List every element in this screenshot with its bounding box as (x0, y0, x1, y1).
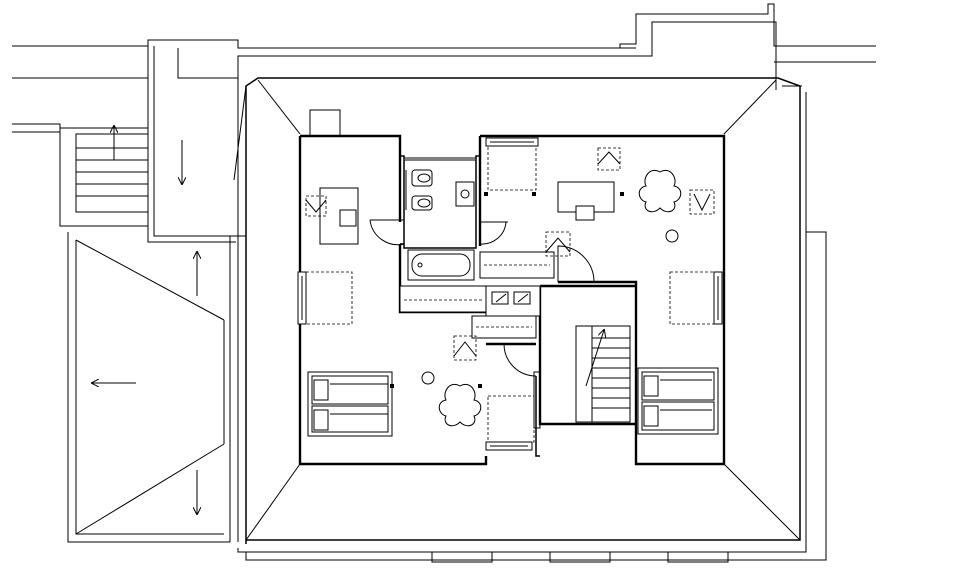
skylight-window-icon (545, 237, 571, 253)
chimney (309, 109, 341, 137)
left-stair (12, 123, 149, 227)
bedroom-bottom (485, 395, 535, 451)
washbasin-icon (455, 181, 475, 207)
bathroom (369, 157, 508, 281)
skylight-window-icon (597, 151, 621, 165)
site-outline (12, 3, 876, 243)
bunk-bed-icon (637, 367, 719, 435)
left-terrace (67, 232, 247, 543)
door-swing (369, 219, 405, 246)
column (533, 371, 541, 429)
star-lamp-icon (438, 384, 482, 427)
bathtub-icon (407, 249, 475, 281)
skylight-window-icon (305, 199, 327, 213)
bedroom-left (297, 187, 537, 437)
star-lamp-icon (638, 170, 682, 213)
skylight-window-icon (453, 341, 477, 357)
roof-lines (233, 77, 827, 563)
bunk-bed-icon (307, 371, 393, 437)
bidet-icon (411, 195, 433, 211)
stair-icon (575, 325, 631, 423)
wardrobes (399, 245, 595, 339)
skylight-window-icon (693, 193, 711, 212)
toilet-icon (411, 169, 433, 187)
bedroom-right (484, 137, 723, 435)
chair-icon (339, 209, 357, 227)
chair-icon (575, 205, 595, 221)
